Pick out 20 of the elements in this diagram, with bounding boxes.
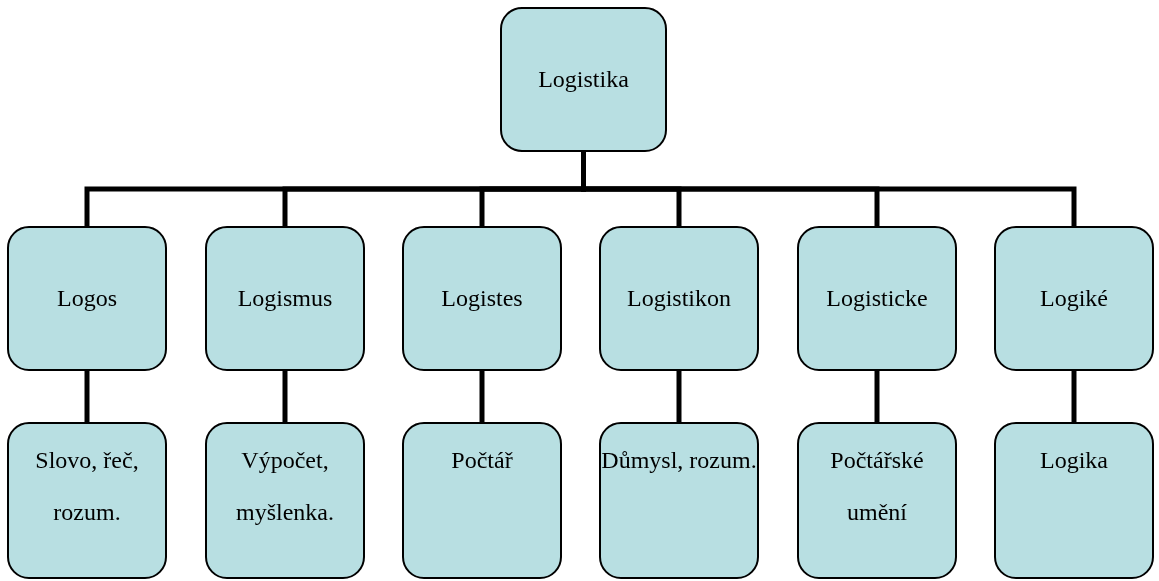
text-box: Logistes: [402, 226, 562, 371]
connector-line: [581, 152, 1077, 226]
text-box: Výpočet, myšlenka.: [205, 422, 365, 579]
text-box: Logismus: [205, 226, 365, 371]
connector-line: [479, 371, 485, 422]
text-box: Logiké: [994, 226, 1154, 371]
connector-line: [676, 371, 682, 422]
text-box: Logika: [994, 422, 1154, 579]
text-box: Důmysl, rozum.: [599, 422, 759, 579]
text-box: Logistikon: [599, 226, 759, 371]
connector-line: [282, 371, 288, 422]
text-box: Počtářské umění: [797, 422, 957, 579]
connector-line: [1071, 371, 1077, 422]
text-box: Počtář: [402, 422, 562, 579]
text-box: Logistika: [500, 7, 667, 152]
connector-line: [874, 371, 880, 422]
text-box: Logos: [7, 226, 167, 371]
connector-line: [84, 371, 90, 422]
text-box: Logisticke: [797, 226, 957, 371]
text-box: Slovo, řeč, rozum.: [7, 422, 167, 579]
